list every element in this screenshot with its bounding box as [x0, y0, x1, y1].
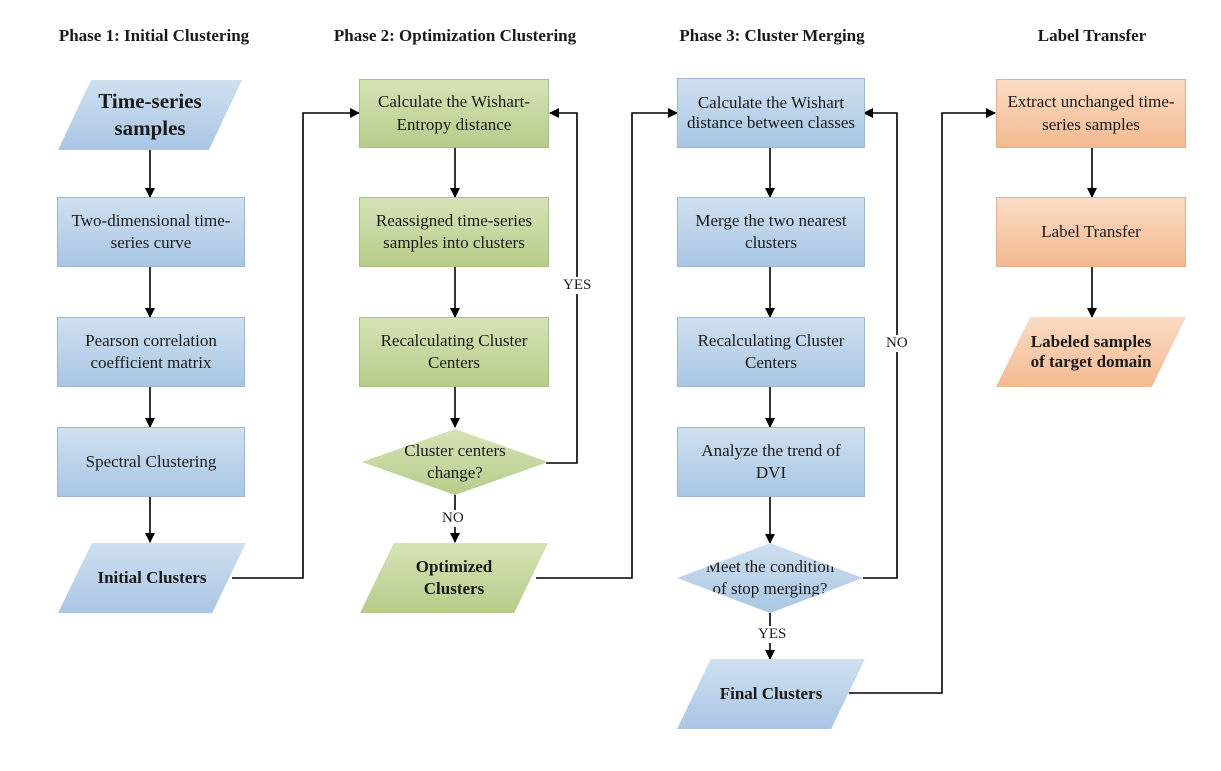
merge-nearest-box: Merge the two nearest clusters [677, 197, 865, 267]
spectral-clustering-label: Spectral Clustering [85, 451, 217, 471]
final-clusters-output: Final Clusters [677, 659, 865, 729]
extract-unchanged-label: Extract unchanged time-series samples [1007, 92, 1175, 134]
arrow-p2-to-p3 [536, 108, 678, 579]
pearson-matrix-box: Pearson correlation coefficient matrix [57, 317, 245, 387]
recalc-centers-box-p2: Recalculating Cluster Centers [359, 317, 549, 387]
arrow-p3-to-p4 [849, 108, 996, 694]
phase2-heading: Phase 2: Optimization Clustering [333, 26, 577, 45]
recalc-centers-box-p3: Recalculating Cluster Centers [677, 317, 865, 387]
two-dimensional-curve-box: Two-dimensional time-series curve [57, 197, 245, 267]
labeled-samples-label: Labeled samples of target domain [1030, 331, 1152, 371]
stop-merging-label: Meet the condition of stop merging? [705, 556, 835, 598]
dvi-trend-box: Analyze the trend of DVI [677, 427, 865, 497]
pearson-matrix-label: Pearson correlation coefficient matrix [85, 330, 217, 372]
initial-clusters-output: Initial Clusters [58, 543, 246, 613]
p3-yes-label: YES [756, 626, 789, 643]
p2-no-label: NO [440, 510, 466, 527]
reassign-samples-label: Reassigned time-series samples into clus… [375, 210, 533, 252]
centers-change-label: Cluster centers change? [404, 440, 506, 482]
two-dimensional-curve-label: Two-dimensional time-series curve [71, 210, 231, 252]
wishart-distance-label: Calculate the Wishart distance between c… [686, 92, 856, 132]
phase3-heading: Phase 3: Cluster Merging [679, 26, 865, 45]
optimized-clusters-output: Optimized Clusters [360, 543, 548, 613]
wishart-distance-box: Calculate the Wishart distance between c… [677, 78, 865, 148]
dvi-trend-label: Analyze the trend of DVI [701, 440, 841, 482]
p3-no-label: NO [884, 335, 910, 352]
reassign-samples-box: Reassigned time-series samples into clus… [359, 197, 549, 267]
label-transfer-label: Label Transfer [1041, 221, 1141, 241]
time-series-samples-input: Time-series samples [58, 80, 242, 150]
optimized-clusters-label: Optimized Clusters [415, 556, 493, 598]
labeled-samples-output: Labeled samples of target domain [996, 317, 1186, 387]
label-transfer-box: Label Transfer [996, 197, 1186, 267]
extract-unchanged-box: Extract unchanged time-series samples [996, 79, 1186, 148]
merge-nearest-label: Merge the two nearest clusters [695, 210, 847, 252]
phase4-heading: Label Transfer [1037, 26, 1147, 45]
arrow-p1-to-p2 [232, 108, 360, 579]
recalc-centers-label-p3: Recalculating Cluster Centers [697, 330, 845, 372]
time-series-samples-label: Time-series samples [98, 88, 202, 140]
phase1-heading: Phase 1: Initial Clustering [58, 26, 250, 45]
p2-yes-label: YES [561, 277, 594, 294]
wishart-entropy-box: Calculate the Wishart-Entropy distance [359, 79, 549, 148]
initial-clusters-label: Initial Clusters [97, 567, 207, 587]
recalc-centers-label-p2: Recalculating Cluster Centers [380, 330, 528, 372]
wishart-entropy-label: Calculate the Wishart-Entropy distance [378, 92, 530, 134]
spectral-clustering-box: Spectral Clustering [57, 427, 245, 497]
final-clusters-label: Final Clusters [719, 683, 823, 703]
